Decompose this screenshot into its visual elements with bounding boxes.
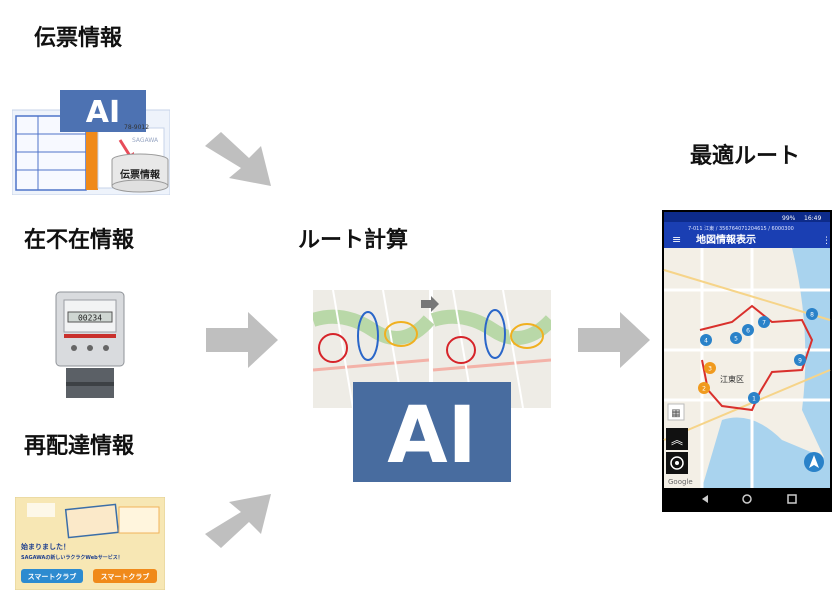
locate-icon[interactable]: [670, 456, 684, 470]
arrow-result-icon: [578, 312, 650, 368]
slip-image: AI 78-9012 SAGAWA 伝票情報: [12, 90, 170, 195]
meter-image: 00234: [54, 290, 126, 402]
svg-text:1: 1: [752, 396, 756, 403]
route-marker[interactable]: [704, 362, 716, 374]
arrow-redelivery-icon: [205, 492, 277, 552]
label-slip-info: 伝票情報: [34, 26, 123, 51]
navigation-arrow-icon: [809, 455, 819, 468]
arrow-presence-icon: [206, 312, 278, 368]
label-route-calc: ルート計算: [298, 228, 409, 253]
svg-text:6: 6: [746, 328, 750, 335]
flyer-line2: SAGAWAの新しいラクラクWebサービス！: [21, 554, 123, 561]
slip-ai-badge: AI: [86, 95, 120, 130]
phone-time: 16:49: [804, 215, 821, 222]
svg-text:5: 5: [734, 336, 738, 343]
collapse-up-icon[interactable]: ︽: [671, 433, 683, 447]
flyer-button2: スマートクラブ: [101, 572, 150, 581]
slip-db-label: 伝票情報: [120, 168, 161, 181]
svg-text:7: 7: [762, 320, 766, 327]
route-marker[interactable]: [700, 334, 712, 346]
route-marker[interactable]: [730, 332, 742, 344]
slip-brand: SAGAWA: [132, 137, 159, 144]
svg-text:4: 4: [704, 338, 708, 345]
route-calc-image: AI: [313, 290, 551, 482]
route-marker[interactable]: [758, 316, 770, 328]
route-ai-badge: AI: [387, 391, 476, 481]
nav-recents-icon[interactable]: [787, 494, 797, 504]
route-marker[interactable]: [794, 354, 806, 366]
phone-screenshot: 99% 16:49 7-011 江東 / 356764071204615 / 6…: [662, 210, 832, 512]
arrow-slip-icon: [205, 128, 277, 188]
label-redelivery-info: 再配達情報: [24, 434, 135, 459]
route-marker[interactable]: [748, 392, 760, 404]
flyer-button1: スマートクラブ: [28, 572, 77, 581]
phone-title: 地図情報表示: [696, 233, 756, 246]
map-district-label: 江東区: [720, 374, 744, 384]
phone-battery: 99%: [782, 215, 796, 222]
overflow-menu-icon[interactable]: ⋮: [822, 236, 831, 246]
nav-home-icon[interactable]: [742, 494, 752, 504]
slip-tracking: 78-9012: [124, 124, 149, 131]
meter-display: 00234: [78, 314, 102, 323]
label-optimal-route: 最適ルート: [690, 144, 801, 169]
flyer-line1: 始まりました！: [20, 542, 70, 551]
google-attribution: Google: [668, 478, 693, 486]
route-marker[interactable]: [742, 324, 754, 336]
svg-text:8: 8: [810, 312, 814, 319]
route-marker[interactable]: [806, 308, 818, 320]
label-presence-info: 在不在情報: [24, 228, 135, 253]
menu-icon[interactable]: ≡: [672, 233, 681, 246]
nav-back-icon[interactable]: [702, 495, 708, 503]
svg-text:3: 3: [708, 366, 712, 373]
route-marker[interactable]: [698, 382, 710, 394]
svg-text:2: 2: [702, 386, 706, 393]
phone-info-line: 7-011 江東 / 356764071204615 / 6000300: [688, 225, 794, 232]
calculator-icon[interactable]: ▦: [671, 408, 680, 419]
svg-text:9: 9: [798, 358, 802, 365]
flyer-image: 始まりました！ SAGAWAの新しいラクラクWebサービス！ スマートクラブ ス…: [15, 497, 165, 590]
